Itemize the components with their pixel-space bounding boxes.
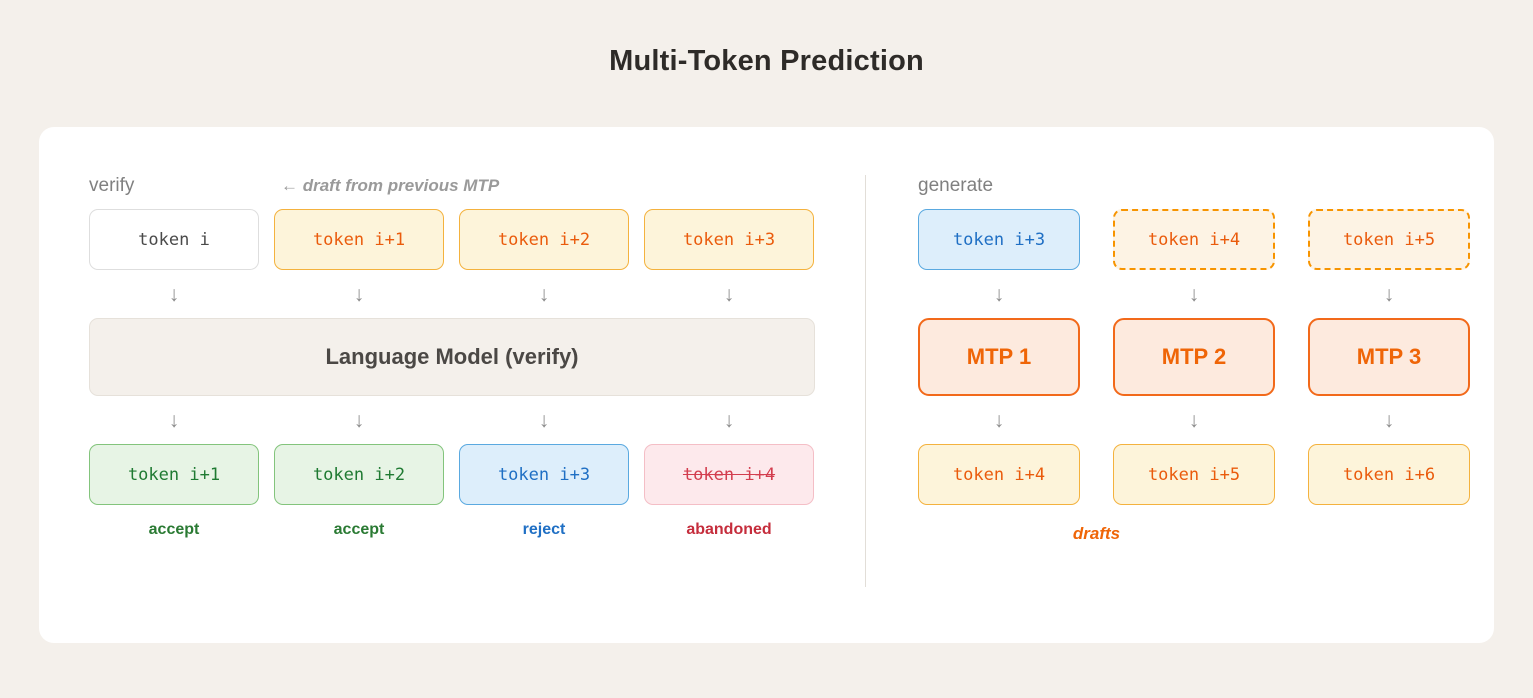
down-arrow-icon: ↓ xyxy=(1383,409,1395,432)
token-box-output-1[interactable]: token i+2 xyxy=(274,444,444,505)
verify-input-row: token i token i+1 token i+2 token i+3 xyxy=(89,209,815,270)
generate-arrows-bottom: ↓ ↓ ↓ xyxy=(918,410,1438,431)
token-box-input-1[interactable]: token i+1 xyxy=(274,209,444,270)
down-arrow-icon: ↓ xyxy=(353,409,365,432)
page-title: Multi-Token Prediction xyxy=(609,45,924,77)
generate-output-cell-0: token i+4 xyxy=(918,444,1080,505)
mtp-cell-1: MTP 2 xyxy=(1113,318,1275,396)
drafts-caption: drafts xyxy=(1072,524,1121,543)
token-box-input-2[interactable]: token i+2 xyxy=(459,209,629,270)
down-arrow-icon: ↓ xyxy=(1188,283,1200,306)
generate-input-row: token i+3 token i+4 token i+5 xyxy=(918,209,1470,270)
down-arrow-icon: ↓ xyxy=(1383,283,1395,306)
generate-input-cell-2: token i+5 xyxy=(1308,209,1470,270)
mtp-head-1[interactable]: MTP 1 xyxy=(918,318,1080,396)
token-box-output-3[interactable]: token i+4 xyxy=(644,444,814,505)
verify-output-cell-3: token i+4 xyxy=(644,444,814,505)
status-badge-reject: reject xyxy=(522,521,566,538)
token-box-gen-input-0[interactable]: token i+3 xyxy=(918,209,1080,270)
generate-panel-header: generate xyxy=(918,175,1438,209)
down-arrow-icon: ↓ xyxy=(723,409,735,432)
generate-arrows-top: ↓ ↓ ↓ xyxy=(918,284,1438,305)
token-box-output-2[interactable]: token i+3 xyxy=(459,444,629,505)
verify-panel-label: verify xyxy=(89,175,135,196)
status-badge-accept-1: accept xyxy=(333,521,385,538)
token-box-output-0[interactable]: token i+1 xyxy=(89,444,259,505)
verify-captions-row: accept accept reject abandoned xyxy=(89,521,815,539)
generate-panel-label: generate xyxy=(918,175,994,196)
down-arrow-icon: ↓ xyxy=(168,283,180,306)
verify-output-cell-0: token i+1 xyxy=(89,444,259,505)
mtp-cell-2: MTP 3 xyxy=(1308,318,1470,396)
verify-arrows-bottom: ↓ ↓ ↓ ↓ xyxy=(89,410,815,431)
token-box-gen-output-1[interactable]: token i+5 xyxy=(1113,444,1275,505)
mtp-head-3[interactable]: MTP 3 xyxy=(1308,318,1470,396)
verify-input-cell-1: token i+1 xyxy=(274,209,444,270)
verify-input-cell-0: token i xyxy=(89,209,259,270)
verify-output-cell-1: token i+2 xyxy=(274,444,444,505)
mtp-row: MTP 1 MTP 2 MTP 3 xyxy=(918,318,1470,396)
down-arrow-icon: ↓ xyxy=(538,283,550,306)
generate-output-row: token i+4 token i+5 token i+6 xyxy=(918,444,1470,505)
down-arrow-icon: ↓ xyxy=(993,409,1005,432)
status-badge-abandoned: abandoned xyxy=(686,521,772,538)
generate-output-cell-1: token i+5 xyxy=(1113,444,1275,505)
generate-input-cell-0: token i+3 xyxy=(918,209,1080,270)
down-arrow-icon: ↓ xyxy=(993,283,1005,306)
verify-panel: verify ← draft from previous MTP token i… xyxy=(89,175,815,539)
verify-output-cell-2: token i+3 xyxy=(459,444,629,505)
down-arrow-icon: ↓ xyxy=(538,409,550,432)
diagram-card: verify ← draft from previous MTP token i… xyxy=(39,127,1494,643)
verify-output-row: token i+1 token i+2 token i+3 token i+4 xyxy=(89,444,815,505)
generate-output-cell-2: token i+6 xyxy=(1308,444,1470,505)
verify-input-cell-3: token i+3 xyxy=(644,209,814,270)
mtp-cell-0: MTP 1 xyxy=(918,318,1080,396)
status-badge-accept-0: accept xyxy=(148,521,200,538)
down-arrow-icon: ↓ xyxy=(723,283,735,306)
token-box-input-3[interactable]: token i+3 xyxy=(644,209,814,270)
token-box-gen-input-2[interactable]: token i+5 xyxy=(1308,209,1470,270)
verify-arrows-top: ↓ ↓ ↓ ↓ xyxy=(89,284,815,305)
token-box-gen-output-0[interactable]: token i+4 xyxy=(918,444,1080,505)
down-arrow-icon: ↓ xyxy=(1188,409,1200,432)
draft-from-previous-mtp-note: ← draft from previous MTP xyxy=(281,176,500,195)
token-box-gen-input-1[interactable]: token i+4 xyxy=(1113,209,1275,270)
verify-input-cell-2: token i+2 xyxy=(459,209,629,270)
mtp-head-2[interactable]: MTP 2 xyxy=(1113,318,1275,396)
generate-panel: generate token i+3 token i+4 token i+5 ↓… xyxy=(918,175,1470,544)
generate-input-cell-1: token i+4 xyxy=(1113,209,1275,270)
language-model-verify-bar[interactable]: Language Model (verify) xyxy=(89,318,815,396)
verify-panel-header: verify ← draft from previous MTP xyxy=(89,175,815,209)
token-box-input-0[interactable]: token i xyxy=(89,209,259,270)
panel-divider xyxy=(865,175,866,587)
down-arrow-icon: ↓ xyxy=(168,409,180,432)
token-box-gen-output-2[interactable]: token i+6 xyxy=(1308,444,1470,505)
down-arrow-icon: ↓ xyxy=(353,283,365,306)
